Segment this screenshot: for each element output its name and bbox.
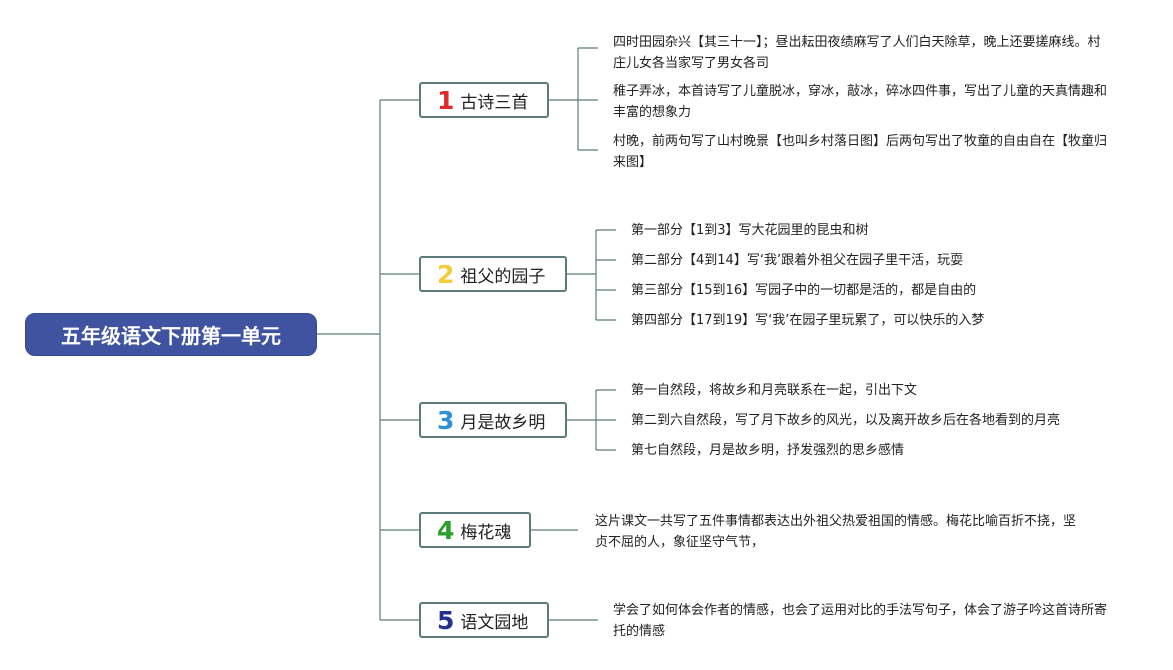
topic-node-gushi[interactable]: 1 古诗三首 [419, 82, 549, 118]
leaf-text[interactable]: 第四部分【17到19】写‘我’在园子里玩累了，可以快乐的入梦 [631, 313, 985, 328]
leaf-text[interactable]: 村晚，前两句写了山村晚景【也叫乡村落日图】后两句写出了牧童的自由自在【牧童归来图… [613, 134, 1108, 170]
leaf-text[interactable]: 第二部分【4到14】写‘我’跟着外祖父在园子里干活，玩耍 [631, 253, 964, 268]
leaf-text[interactable]: 第七自然段，月是故乡明，抒发强烈的思乡感情 [631, 443, 905, 458]
topic-label: 古诗三首 [460, 92, 529, 113]
topic-label: 月是故乡明 [460, 412, 546, 433]
number-badge-5: 5 [437, 605, 455, 635]
root-node[interactable]: 五年级语文下册第一单元 [25, 313, 317, 356]
number-badge-4: 4 [437, 515, 455, 545]
topic-label: 祖父的园子 [460, 266, 546, 287]
topic-node-zufu[interactable]: 2 祖父的园子 [419, 256, 567, 292]
topic-label: 梅花魂 [460, 522, 512, 543]
topic-node-yuwen[interactable]: 5 语文园地 [419, 602, 549, 638]
leaf-text[interactable]: 这片课文一共写了五件事情都表达出外祖父热爱祖国的情感。梅花比喻百折不挠，坚贞不屈… [595, 514, 1077, 550]
leaf-text[interactable]: 学会了如何体会作者的情感，也会了运用对比的手法写句子，体会了游子吟这首诗所寄托的… [613, 603, 1108, 639]
leaf-text[interactable]: 稚子弄冰，本首诗写了儿童脱冰，穿冰，敲冰，碎冰四件事，写出了儿童的天真情趣和丰富… [613, 84, 1108, 120]
number-badge-2: 2 [437, 259, 455, 289]
number-badge-3: 3 [437, 405, 455, 435]
leaf-text[interactable]: 第一自然段，将故乡和月亮联系在一起，引出下文 [631, 383, 918, 398]
number-badge-1: 1 [437, 85, 455, 115]
leaf-text[interactable]: 四时田园杂兴【其三十一】；昼出耘田夜绩麻写了人们白天除草，晚上还要搓麻线。村庄儿… [613, 35, 1101, 71]
leaf-text[interactable]: 第三部分【15到16】写园子中的一切都是活的，都是自由的 [631, 283, 977, 298]
leaf-text[interactable]: 第二到六自然段，写了月下故乡的风光，以及离开故乡后在各地看到的月亮 [631, 413, 1061, 428]
topic-label: 语文园地 [460, 612, 529, 633]
topic-node-yueliang[interactable]: 3 月是故乡明 [419, 402, 567, 438]
topic-node-meihua[interactable]: 4 梅花魂 [419, 512, 531, 548]
leaf-text[interactable]: 第一部分【1到3】写大花园里的昆虫和树 [631, 223, 869, 238]
